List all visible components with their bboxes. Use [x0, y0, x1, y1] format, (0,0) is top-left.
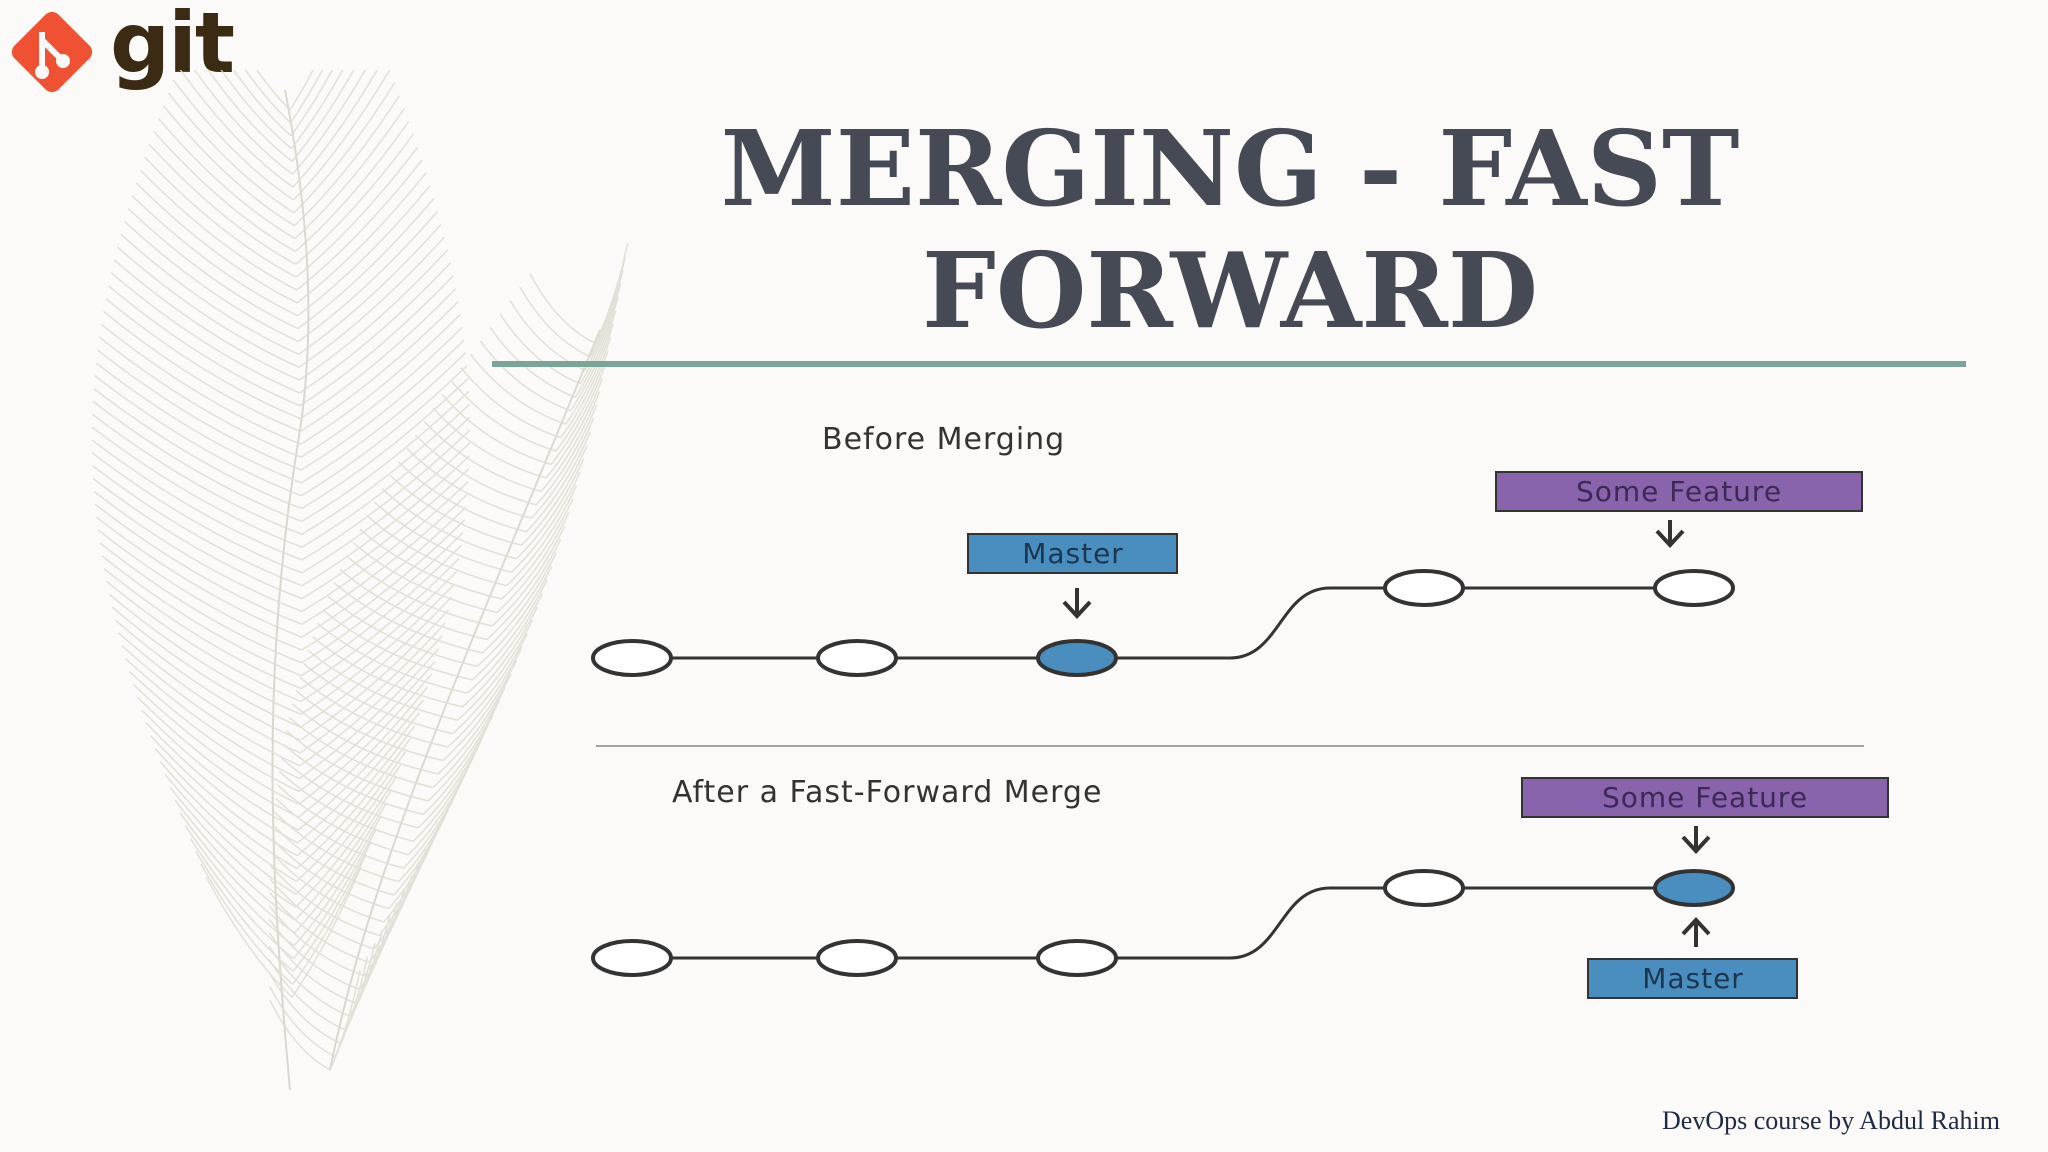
- footer-credit: DevOps course by Abdul Rahim: [1662, 1106, 2000, 1135]
- after-heading: After a Fast-Forward Merge: [672, 775, 1102, 810]
- slide-title: MERGING - FAST FORWARD: [600, 108, 1860, 352]
- after-commit-3: [1036, 939, 1118, 977]
- after-edge-branch: [1116, 886, 1384, 960]
- before-commit-1: [591, 639, 673, 677]
- before-heading: Before Merging: [822, 422, 1065, 457]
- feather-illustration: [91, 70, 629, 1091]
- before-feature-label: Some Feature: [1576, 475, 1782, 508]
- slide-title-line-1: MERGING - FAST: [720, 107, 1740, 230]
- before-feature-badge: [1495, 471, 1863, 512]
- before-edge-branch: [1116, 586, 1384, 660]
- after-feature-arrow-icon: [1681, 826, 1711, 854]
- before-commit-4: [1383, 569, 1465, 607]
- after-commit-1: [591, 939, 673, 977]
- after-master-arrow-icon: [1681, 917, 1711, 947]
- after-commit-5-feature-tip: [1653, 869, 1735, 907]
- slide-title-line-2: FORWARD: [921, 229, 1539, 352]
- before-commit-3-master-tip: [1036, 639, 1118, 677]
- git-logo-icon: [11, 11, 93, 93]
- before-master-badge: [967, 533, 1178, 574]
- before-master-label: Master: [1022, 537, 1124, 570]
- before-commit-5: [1653, 569, 1735, 607]
- git-logo-text: git: [110, 0, 235, 92]
- after-feature-badge: [1521, 777, 1889, 818]
- before-feature-arrow-icon: [1655, 520, 1685, 548]
- after-feature-label: Some Feature: [1602, 781, 1808, 814]
- before-commit-2: [816, 639, 898, 677]
- after-master-badge: [1587, 958, 1798, 999]
- title-underline: [492, 361, 1966, 367]
- after-master-label: Master: [1642, 962, 1744, 995]
- after-commit-4: [1383, 869, 1465, 907]
- before-master-arrow-icon: [1062, 588, 1092, 619]
- git-logo: git: [0, 0, 240, 100]
- after-commit-2: [816, 939, 898, 977]
